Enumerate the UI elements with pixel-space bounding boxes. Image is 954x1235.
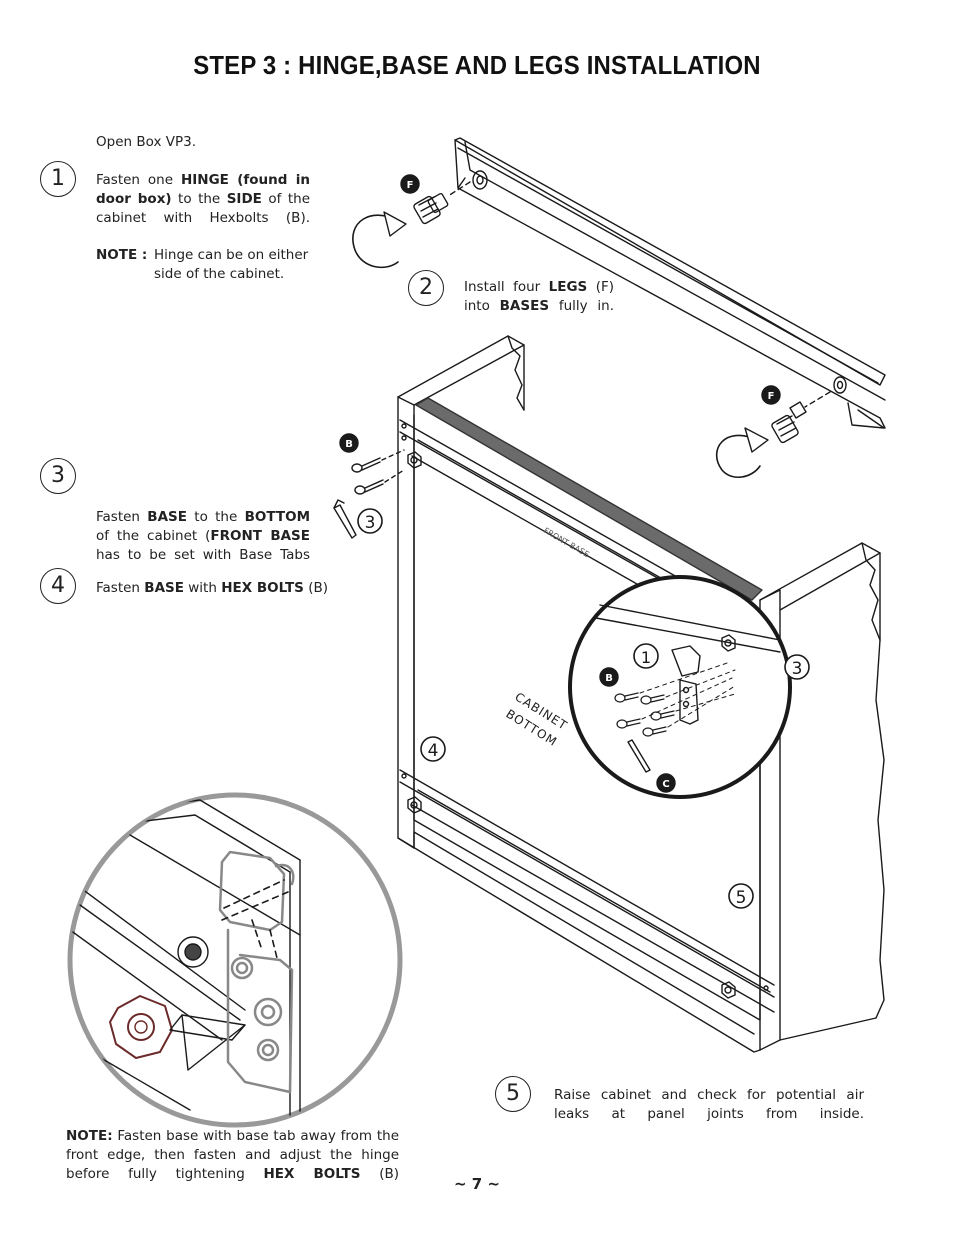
step-1-note-label: NOTE : — [96, 247, 148, 263]
step-2-legs: LEGS — [548, 279, 588, 295]
step-1-text: Fasten one HINGE (found in door box) to … — [96, 171, 310, 228]
step-4-text-c: (B) — [303, 580, 328, 596]
leg-label-f-right: F — [761, 385, 781, 405]
part-label-f-2: F — [768, 391, 775, 402]
step-3-text-c: of the cabinet ( — [96, 528, 211, 544]
callout-4-base: 4 — [420, 736, 446, 762]
callout-5-text: 5 — [736, 888, 747, 908]
part-label-c: C — [662, 779, 669, 790]
part-label-b-2: B — [605, 673, 613, 684]
intro-open-box: Open Box VP3. — [96, 134, 196, 150]
base-tab-detail — [67, 792, 403, 1128]
step-4-badge: 4 — [40, 568, 76, 604]
step-4-text-a: Fasten — [96, 580, 145, 596]
step-4-text: Fasten BASE with HEX BOLTS (B) — [96, 579, 328, 598]
step-3-text-a: Fasten — [96, 509, 148, 525]
step-1-badge: 1 — [40, 161, 76, 197]
step-3-badge: 3 — [40, 458, 76, 494]
step-1-text-c: of the cabinet with Hexbolts (B). — [96, 191, 310, 226]
step-1-text-b: to the — [171, 191, 227, 207]
step-1-text-a: Fasten one — [96, 172, 181, 188]
step-2-text-c: fully in. — [549, 298, 614, 314]
callout-3-hexkey: 3 — [365, 513, 376, 533]
bottom-note-label: NOTE: — [66, 1128, 113, 1144]
cabinet-body — [397, 335, 885, 1053]
step-3-front-base: FRONT BASE — [210, 528, 311, 544]
hex-key-callout-3: 3 — [333, 499, 383, 539]
step-3-text-d: has to be set with Base Tabs — [96, 547, 310, 563]
callout-1-hinge: 1 — [641, 648, 651, 667]
step-4-hex-bolts: HEX BOLTS — [221, 580, 304, 596]
front-base-label: FRONT BASE — [542, 526, 591, 559]
part-label-f-1: F — [407, 180, 414, 191]
step-5-text: Raise cabinet and check for potential ai… — [554, 1087, 864, 1122]
step-1-note-text: Hinge can be on either side of the cabin… — [154, 247, 309, 282]
page-number: ~ 7 ~ — [453, 1175, 501, 1193]
step-2-text-a: Install four — [464, 279, 549, 295]
part-label-b-1: B — [345, 439, 353, 450]
magnified-hinge-detail: 1 B C — [568, 575, 792, 799]
hexbolts-b-top: B — [339, 433, 405, 495]
step-1-hinge: HINGE (found in door box) — [96, 172, 310, 207]
bottom-note-hex-bolts: HEX BOLTS — [263, 1166, 361, 1182]
bottom-note-text-a: Fasten base with base tab away from the … — [66, 1128, 399, 1182]
step-3-base: BASE — [147, 509, 187, 525]
leg-screw-right — [716, 401, 807, 478]
step-4-text-b: with — [183, 580, 222, 596]
bottom-note-text-b: (B) — [360, 1166, 399, 1182]
page-title: STEP 3 : HINGE,BASE AND LEGS INSTALLATIO… — [193, 50, 761, 80]
step-2-text-b: (F) into — [464, 279, 614, 314]
step-4-base: BASE — [144, 580, 184, 596]
top-base-rail — [447, 137, 886, 429]
step-2-bases: BASES — [499, 298, 550, 314]
bottom-note: NOTE: Fasten base with base tab away fro… — [66, 1127, 399, 1184]
step-5-badge: 5 — [495, 1076, 531, 1112]
leg-screw-left — [352, 192, 449, 269]
callout-5-raise: 5 — [728, 883, 754, 909]
callout-3-side-text: 3 — [792, 659, 803, 679]
step-3-text-b: to the — [186, 509, 245, 525]
step-3-bottom: BOTTOM — [244, 509, 310, 525]
callout-3-side: 3 — [784, 654, 810, 680]
step-2-text: Install four LEGS (F) into BASES fully i… — [464, 278, 614, 316]
step-2-badge: 2 — [408, 270, 444, 306]
callout-4-text: 4 — [428, 741, 439, 761]
step-3-text: Fasten BASE to the BOTTOM of the cabinet… — [96, 508, 310, 565]
leg-label-f-top: F — [400, 174, 420, 194]
step-1-side: SIDE — [226, 191, 262, 207]
